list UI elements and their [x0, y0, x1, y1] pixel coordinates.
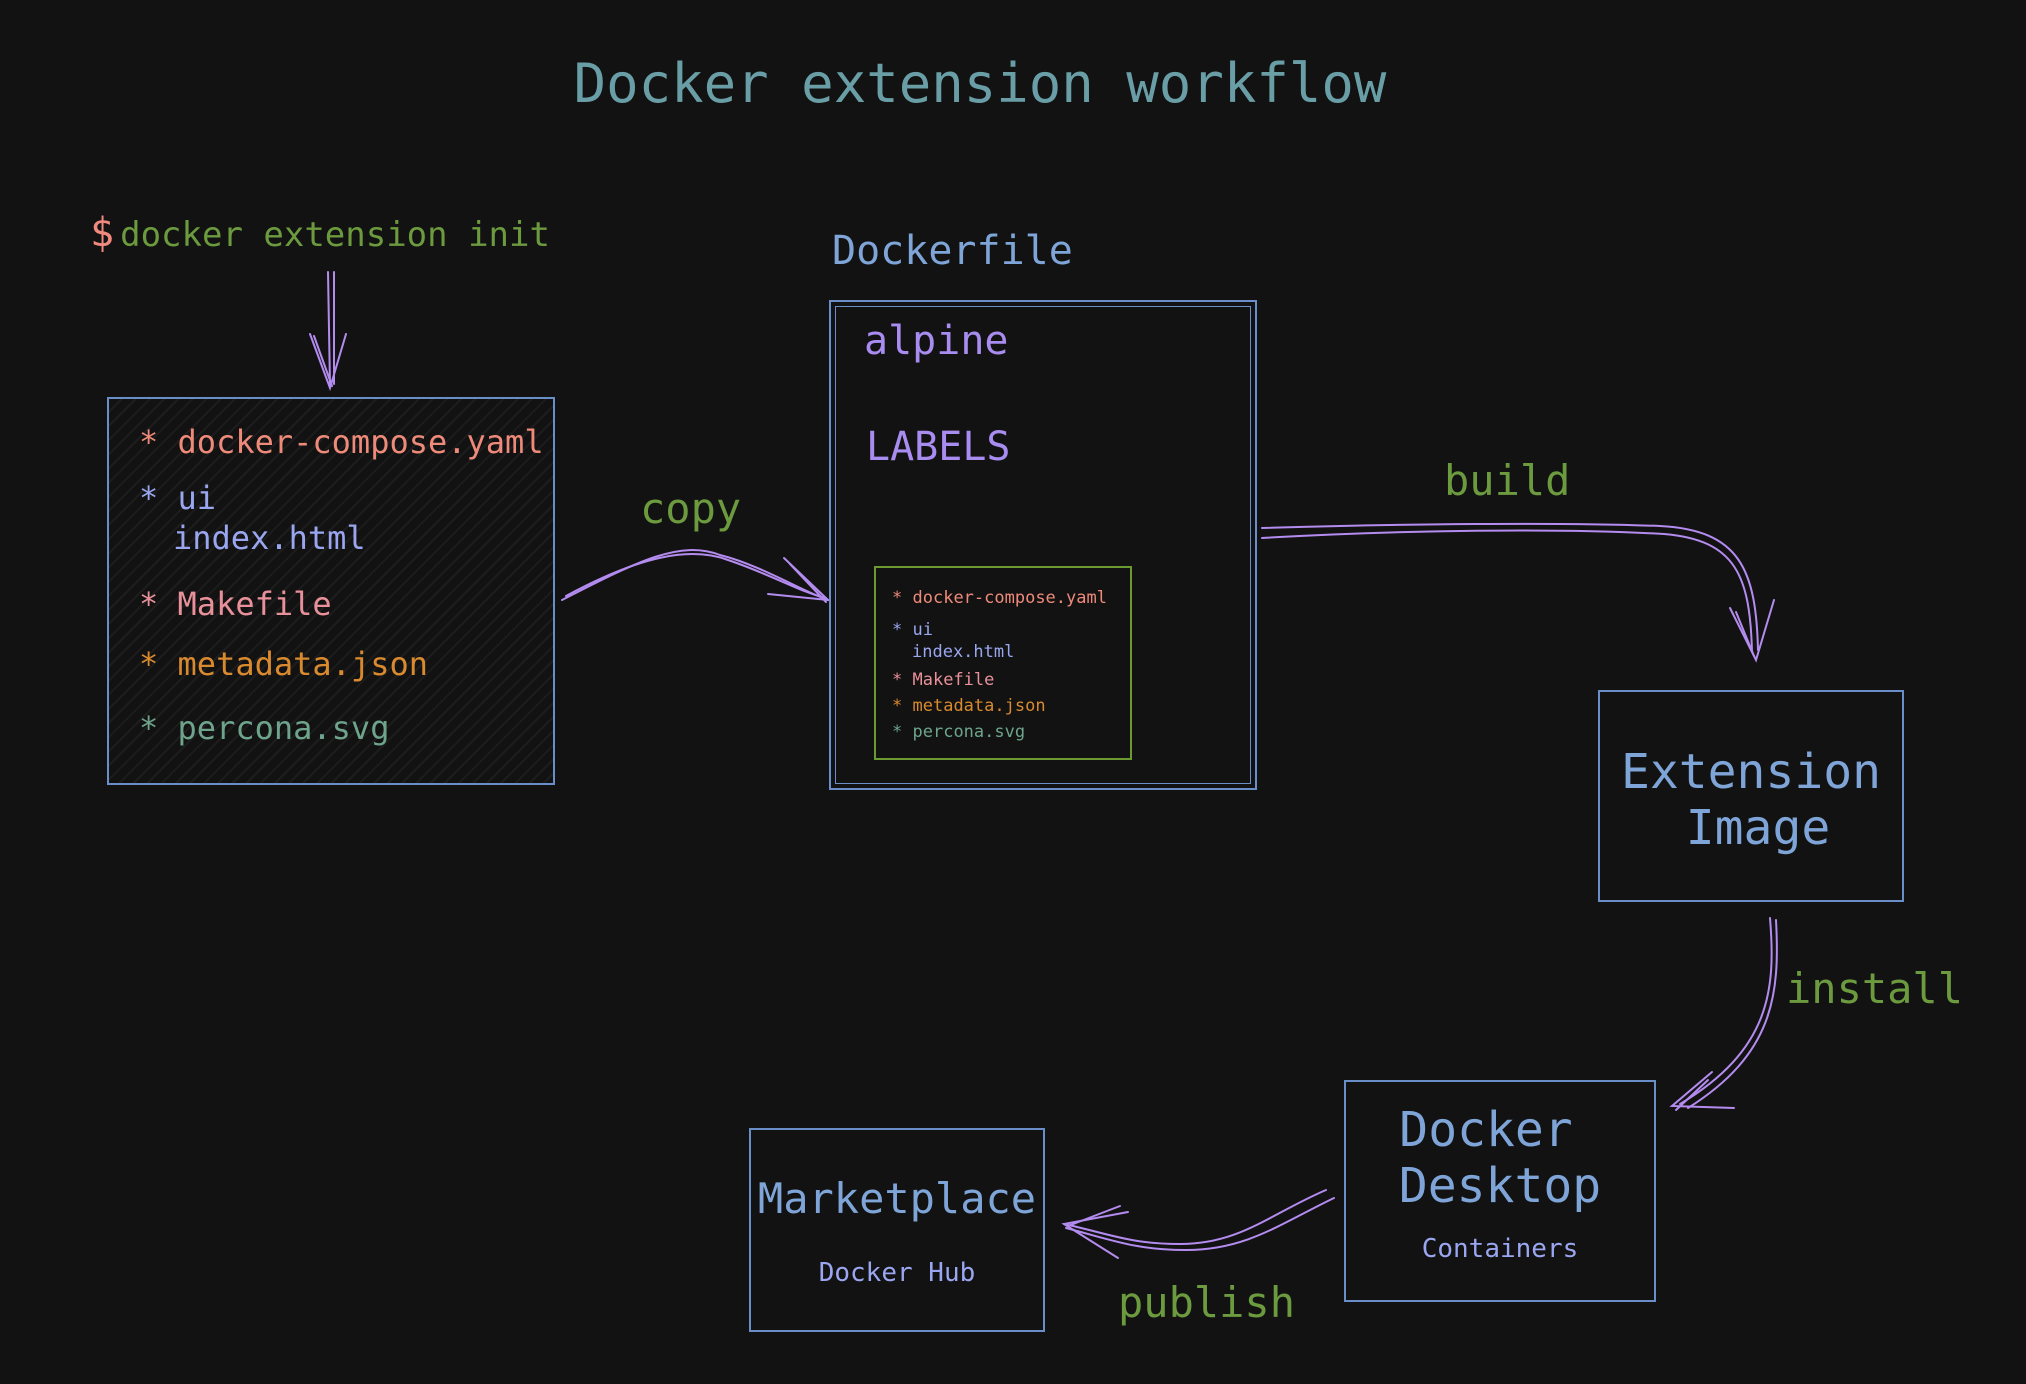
copied-percona: * percona.svg	[892, 722, 1025, 742]
file-bullet: *	[139, 645, 159, 683]
file-metadata: * metadata.json	[139, 645, 428, 683]
extension-image-box: Extension Image	[1598, 690, 1904, 902]
copied-ui-index: index.html	[912, 642, 1014, 662]
docker-desktop-line2: Desktop	[1398, 1158, 1602, 1214]
file-bullet: *	[139, 585, 159, 623]
file-name: Makefile	[912, 670, 995, 690]
init-arrow	[309, 271, 347, 392]
file-name: index.html	[912, 642, 1015, 662]
copied-files-box: * docker-compose.yaml * ui index.html * …	[874, 566, 1132, 760]
file-name: ui	[912, 620, 933, 640]
file-name: percona.svg	[912, 722, 1026, 742]
dockerfile-base-image: alpine	[864, 318, 1009, 364]
file-bullet: *	[139, 423, 159, 461]
extension-image-line2: Image	[1685, 800, 1831, 856]
copy-arrow	[561, 549, 831, 603]
copied-docker-compose: * docker-compose.yaml	[892, 588, 1107, 608]
file-bullet: *	[892, 588, 903, 608]
file-makefile: * Makefile	[139, 585, 332, 623]
publish-arrow	[1061, 1189, 1335, 1259]
file-ui-index: index.html	[173, 519, 366, 557]
docker-desktop-line1: Docker	[1399, 1102, 1573, 1158]
file-name: index.html	[173, 519, 366, 557]
marketplace-sub: Docker Hub	[818, 1258, 976, 1288]
marketplace-title: Marketplace	[757, 1174, 1037, 1223]
diagram-title: Docker extension workflow	[573, 52, 1387, 115]
marketplace-box: Marketplace Docker Hub	[749, 1128, 1045, 1332]
copied-ui: * ui	[892, 620, 933, 640]
copy-label: copy	[640, 484, 742, 533]
file-name: metadata.json	[177, 645, 428, 683]
init-command: $docker extension init	[90, 210, 550, 256]
file-bullet: *	[892, 620, 903, 640]
file-name: docker-compose.yaml	[912, 588, 1107, 608]
publish-label: publish	[1118, 1278, 1296, 1327]
file-name: percona.svg	[177, 709, 390, 747]
file-docker-compose: * docker-compose.yaml	[139, 423, 544, 461]
build-label: build	[1444, 456, 1571, 505]
docker-desktop-sub: Containers	[1421, 1234, 1579, 1264]
dockerfile-labels: LABELS	[866, 424, 1011, 470]
file-percona: * percona.svg	[139, 709, 389, 747]
copied-metadata: * metadata.json	[892, 696, 1046, 716]
dockerfile-box	[829, 300, 1257, 790]
dockerfile-title: Dockerfile	[832, 228, 1073, 274]
extension-image-line1: Extension	[1620, 744, 1882, 800]
file-name: metadata.json	[912, 696, 1046, 716]
file-bullet: *	[892, 670, 903, 690]
file-bullet: *	[139, 709, 159, 747]
copied-makefile: * Makefile	[892, 670, 994, 690]
prompt-symbol: $	[90, 210, 115, 256]
file-bullet: *	[892, 696, 903, 716]
scaffold-files-box: * docker-compose.yaml * ui index.html * …	[107, 397, 555, 785]
command-text: docker extension init	[120, 215, 550, 255]
file-name: Makefile	[177, 585, 332, 623]
build-arrow	[1261, 522, 1775, 663]
install-arrow	[1669, 917, 1778, 1111]
file-name: ui	[177, 479, 217, 517]
dockerfile-box-outline	[835, 306, 1251, 784]
docker-desktop-box: Docker Desktop Containers	[1344, 1080, 1656, 1302]
file-ui: * ui	[139, 479, 216, 517]
file-name: docker-compose.yaml	[177, 423, 544, 461]
install-label: install	[1786, 964, 1964, 1013]
file-bullet: *	[892, 722, 903, 742]
file-bullet: *	[139, 479, 159, 517]
